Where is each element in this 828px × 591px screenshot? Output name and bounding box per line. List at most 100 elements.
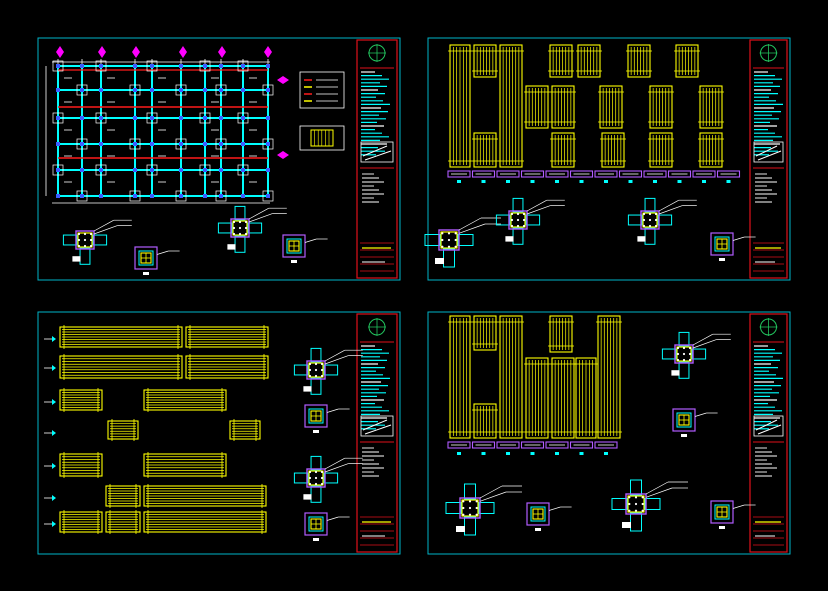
location-sketch xyxy=(753,141,784,163)
rebar-bar xyxy=(308,476,312,480)
sheet-border xyxy=(37,311,401,555)
footing-pad xyxy=(215,84,227,96)
rebar-bar xyxy=(308,374,312,378)
column-elevation xyxy=(576,44,602,78)
detail-label xyxy=(291,260,297,263)
leader-line xyxy=(458,217,482,231)
rebar-bar xyxy=(83,232,87,236)
title-block-frame xyxy=(356,313,398,553)
rebar-bar xyxy=(648,212,652,216)
sheet-bottom-left xyxy=(37,311,401,555)
detail-label xyxy=(313,430,319,433)
rebar-bar xyxy=(320,482,324,486)
column-elevation xyxy=(472,132,498,168)
arrow-icon xyxy=(52,430,56,436)
detail-label xyxy=(637,236,646,242)
leader-line xyxy=(248,207,269,220)
column-marker xyxy=(80,116,84,120)
column-section xyxy=(230,218,250,238)
rebar-bar xyxy=(308,470,312,474)
rebar-bar xyxy=(232,226,236,230)
rebar-bar xyxy=(522,218,526,222)
column-elevation xyxy=(674,44,700,78)
rebar-bar xyxy=(320,374,324,378)
column-marker xyxy=(203,142,207,146)
leader-line xyxy=(324,457,345,470)
title-block-frame xyxy=(356,39,398,279)
rebar-bar xyxy=(314,470,318,474)
rebar-bar xyxy=(238,232,242,236)
rebar-bar xyxy=(314,476,318,480)
rebar-bar xyxy=(475,513,478,516)
joint-detail xyxy=(217,205,287,253)
column-elevation xyxy=(498,315,524,439)
rebar-bar xyxy=(510,212,514,216)
rebar-bar xyxy=(641,509,644,512)
rebar-bar xyxy=(516,212,520,216)
column-marker xyxy=(179,64,183,68)
joint-detail xyxy=(611,479,688,532)
joint-detail xyxy=(445,483,522,536)
rebar-bar xyxy=(475,506,478,510)
legend-box xyxy=(299,71,345,109)
joint-detail xyxy=(62,219,132,265)
rebar-bar xyxy=(468,513,472,516)
rebar-bar xyxy=(83,244,87,248)
rebar-bar xyxy=(516,224,520,228)
rebar-bar xyxy=(648,218,652,222)
detail-label xyxy=(72,256,81,262)
detail-label xyxy=(719,526,725,529)
footing-pad xyxy=(95,164,107,176)
rebar-bar xyxy=(682,352,686,356)
rebar-bar xyxy=(89,238,93,242)
column-marker xyxy=(56,88,60,92)
footing-pad xyxy=(199,60,211,72)
beam-elevation xyxy=(143,388,227,412)
rebar-bar xyxy=(77,232,81,236)
arrow-icon xyxy=(52,521,56,527)
footing-pad xyxy=(262,138,274,150)
rebar-bar xyxy=(642,218,646,222)
column-marker xyxy=(99,88,103,92)
column-marker xyxy=(56,142,60,146)
column-elevation xyxy=(548,315,574,353)
joint-detail xyxy=(495,197,565,245)
column-section-strip xyxy=(447,170,741,183)
rebar-bar xyxy=(314,362,318,366)
rebar-bar xyxy=(654,218,658,222)
column-section xyxy=(438,229,460,251)
rebar-bar xyxy=(320,476,324,480)
column-marker xyxy=(150,168,154,172)
title-rows xyxy=(755,447,777,477)
footing-pad xyxy=(95,60,107,72)
arrow-icon xyxy=(52,336,56,342)
rebar-bar xyxy=(634,502,638,506)
grid-axis-markers xyxy=(56,46,289,159)
detail-label xyxy=(303,386,312,392)
column-marker xyxy=(203,64,207,68)
detail-label xyxy=(671,370,680,376)
leader-line xyxy=(658,199,679,212)
leader-line xyxy=(692,333,713,346)
column-elevation xyxy=(524,85,550,129)
footing-pad xyxy=(237,164,249,176)
beam-elevation xyxy=(143,452,227,478)
title-block-frame xyxy=(749,313,788,553)
column-elevation xyxy=(524,357,550,439)
footing-pad xyxy=(175,190,187,202)
leader-line xyxy=(93,219,114,232)
rebar-bar xyxy=(320,362,324,366)
column-marker xyxy=(56,168,60,172)
column-marker xyxy=(99,64,103,68)
column-section-detail xyxy=(304,404,350,433)
column-elevation xyxy=(596,315,622,439)
footing-pad xyxy=(199,112,211,124)
footing-pad xyxy=(95,112,107,124)
footing-pad xyxy=(199,164,211,176)
title-block xyxy=(356,39,398,279)
rebar-bar xyxy=(688,352,692,356)
rebar-bar xyxy=(628,502,631,506)
beam-elevation xyxy=(59,510,103,534)
axis-marker-icon xyxy=(218,46,226,58)
rebar-bar xyxy=(682,346,686,350)
